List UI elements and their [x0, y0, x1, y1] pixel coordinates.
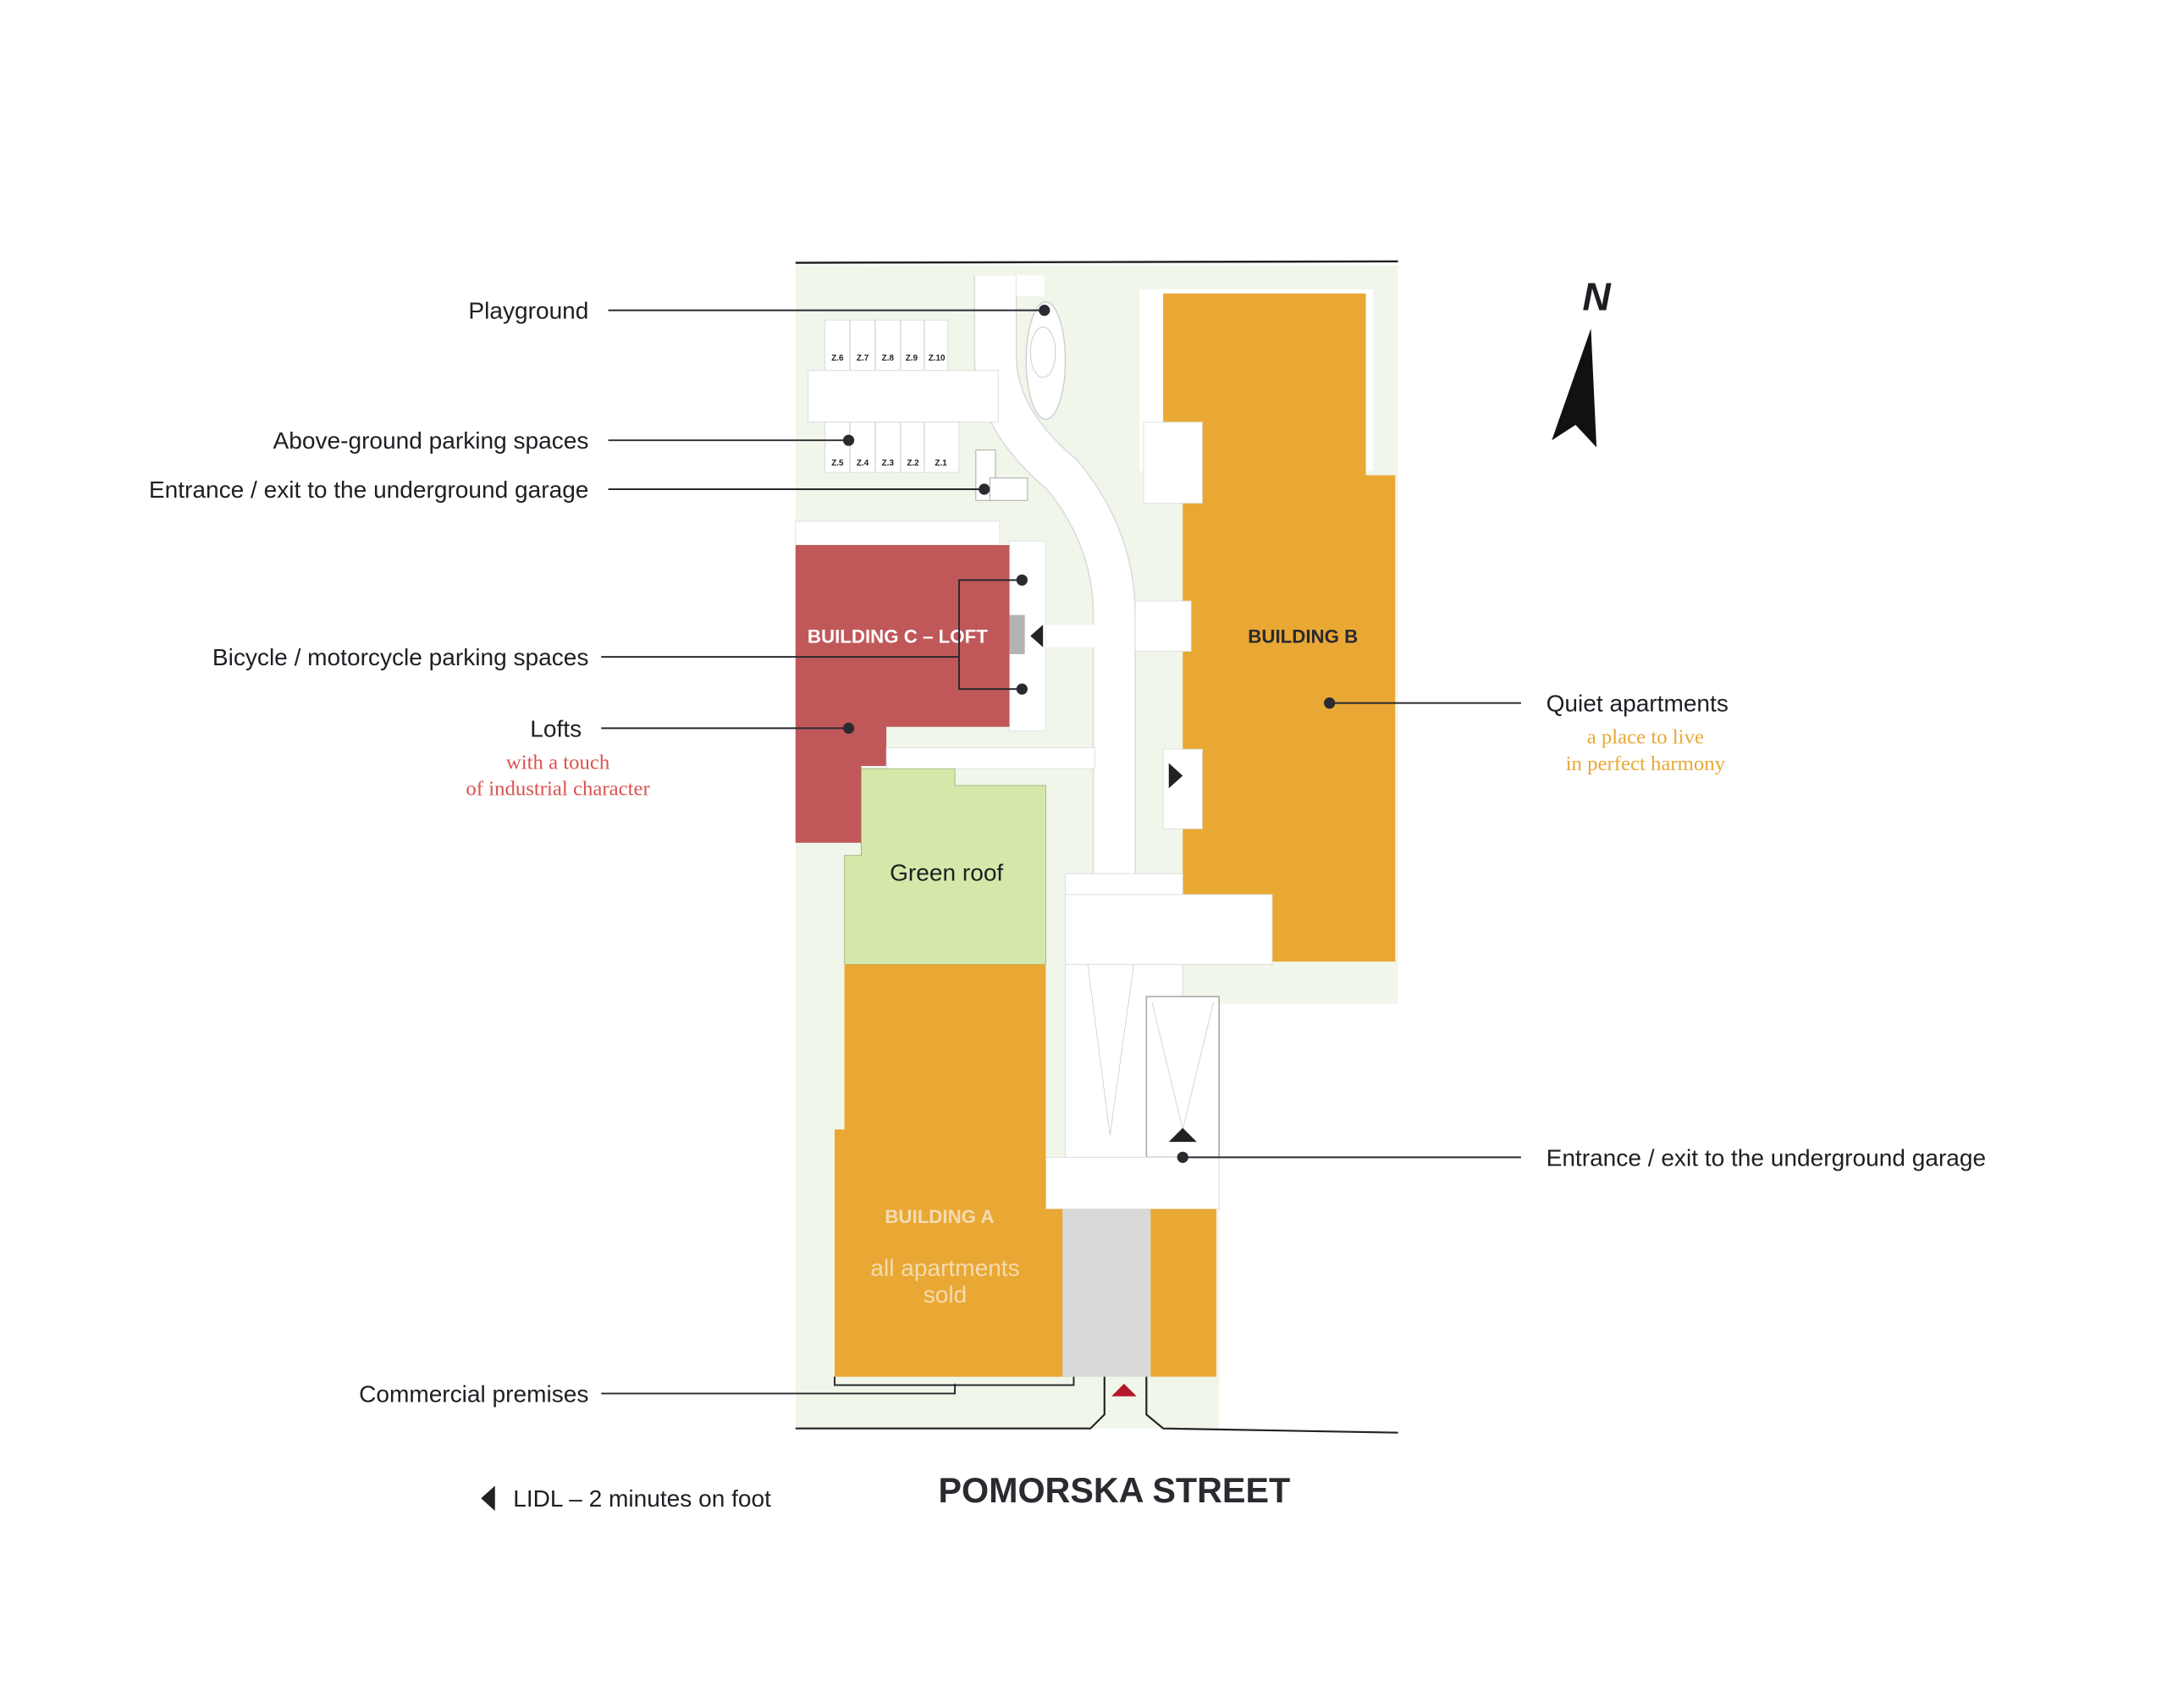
callout-quiet-apartments: Quiet apartments — [1547, 691, 1729, 717]
building-c-terrace — [795, 521, 1001, 546]
callout-dot — [1016, 574, 1028, 586]
north-label: N — [1582, 275, 1612, 319]
parking-space-label: Z.9 — [906, 354, 918, 363]
driveway — [1062, 1209, 1151, 1377]
north-boundary-line — [795, 260, 1398, 264]
building-a-note: all apartments — [870, 1255, 1019, 1281]
driveway-junction — [1045, 1156, 1220, 1209]
building-c-entrance — [1009, 614, 1025, 654]
callout-commercial: Commercial premises — [359, 1380, 588, 1407]
callout-quiet-subtext: in perfect harmony — [1566, 752, 1726, 775]
garage-arrow-icon — [1168, 1127, 1197, 1143]
playground-area — [1025, 301, 1067, 421]
callout-playground: Playground — [468, 298, 588, 324]
callout-dot — [1177, 1151, 1188, 1163]
parking-space-label: Z.5 — [831, 459, 844, 468]
building-b-entrance — [1143, 421, 1203, 504]
ramp-marking — [1087, 964, 1134, 1135]
parking-space-label: Z.4 — [857, 459, 869, 468]
callout-garage-north: Entrance / exit to the underground garag… — [149, 477, 589, 503]
parking-space-label: Z.10 — [929, 354, 946, 363]
callout-dot — [1324, 697, 1336, 709]
footpath — [1045, 625, 1095, 647]
parking-space-label: Z.6 — [831, 354, 844, 363]
road-top-end — [1016, 275, 1045, 297]
building-a-wing — [1150, 1209, 1216, 1377]
callout-dot — [842, 434, 855, 446]
parking-space-label: Z.3 — [882, 459, 895, 468]
entrance-arrow-icon — [1030, 625, 1044, 647]
callout-dot — [1016, 683, 1028, 695]
playground-element — [1029, 326, 1056, 378]
building-b-entrance — [1162, 748, 1203, 829]
building-b-passage — [1134, 600, 1192, 652]
building-b — [1163, 293, 1396, 962]
building-a — [835, 964, 1074, 1377]
parking-lot — [808, 319, 999, 473]
callout-garage-south: Entrance / exit to the underground garag… — [1547, 1144, 1987, 1171]
leader-line — [601, 1383, 957, 1395]
main-entrance-marker-icon — [1111, 1383, 1137, 1397]
parking-space-label: Z.2 — [907, 459, 919, 468]
building-b-label: BUILDING B — [1248, 626, 1358, 647]
lidl-note: LIDL – 2 minutes on foot — [513, 1485, 771, 1512]
callout-lofts-subtext: of industrial character — [466, 778, 650, 801]
south-boundary-line — [795, 1376, 1106, 1430]
callout-dot — [979, 483, 990, 495]
crossing — [1065, 894, 1273, 965]
lidl-direction-arrow-icon — [481, 1485, 495, 1512]
commercial-bracket — [834, 1376, 1075, 1386]
parking-space-label: Z.1 — [935, 459, 947, 468]
callout-lofts-subtext: with a touch — [506, 751, 610, 774]
entrance-arrow-icon — [1168, 763, 1183, 789]
leader-line — [958, 579, 1023, 691]
building-a-label: BUILDING A — [885, 1206, 994, 1227]
callout-dot — [1039, 305, 1050, 317]
building-c — [795, 545, 1010, 843]
callout-bicycle: Bicycle / motorcycle parking spaces — [212, 644, 588, 670]
internal-road — [975, 275, 1135, 895]
callout-dot — [842, 722, 855, 734]
street-name: POMORSKA STREET — [938, 1471, 1290, 1510]
south-boundary-line — [1145, 1376, 1398, 1434]
callout-parking: Above-ground parking spaces — [273, 427, 589, 454]
callout-lofts: Lofts — [530, 715, 582, 741]
footpath — [885, 747, 1095, 769]
green-roof-label: Green roof — [890, 859, 1003, 885]
north-arrow-icon — [1552, 328, 1597, 448]
building-a-note: sold — [924, 1281, 967, 1308]
parking-space-label: Z.7 — [857, 354, 869, 363]
building-c-label: BUILDING C – LOFT — [808, 626, 988, 647]
callout-quiet-subtext: a place to live — [1587, 726, 1704, 749]
parking-space-label: Z.8 — [882, 354, 895, 363]
